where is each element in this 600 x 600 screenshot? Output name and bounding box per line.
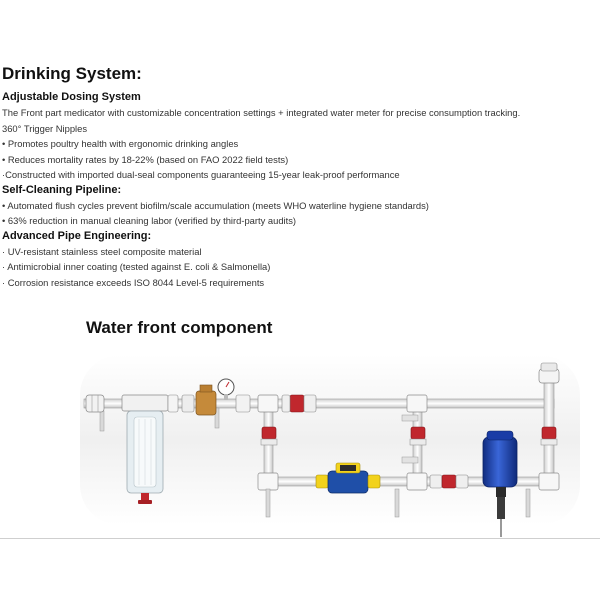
filter-side-fitting [167, 394, 179, 413]
support-leg [525, 488, 531, 518]
section-self-cleaning: Self-Cleaning Pipeline: • Automated flus… [2, 183, 592, 229]
support-leg [394, 488, 400, 518]
medicator-suction-tube [497, 497, 505, 519]
pipe-union [303, 394, 317, 413]
ball-valve-bottom [441, 474, 457, 489]
meter-connector [367, 474, 381, 489]
pipe-clamp [257, 472, 279, 491]
water-front-diagram [80, 355, 580, 537]
section-heading: Advanced Pipe Engineering: [2, 229, 152, 242]
text-line: 360° Trigger Nipples [2, 122, 88, 134]
medicator-body [482, 436, 518, 488]
section-pipe-engineering: Advanced Pipe Engineering: · UV-resistan… [2, 229, 592, 291]
bullet-item: ·Constructed with imported dual-seal com… [2, 169, 400, 180]
medicator-cap [486, 430, 514, 441]
pipe-union [455, 474, 469, 489]
filter-drain-valve [141, 493, 149, 501]
inlet-union [85, 394, 105, 413]
support-leg [214, 407, 220, 429]
figure-title: Water front component [86, 318, 273, 337]
pipe-union [235, 394, 251, 413]
ball-valve-vertical [261, 426, 277, 440]
section-adjustable-dosing: Adjustable Dosing System The Front part … [2, 90, 592, 183]
water-meter [327, 470, 369, 494]
bottom-divider [0, 538, 600, 539]
document-title: Drinking System: [2, 64, 142, 83]
pipe-clamp [406, 472, 428, 491]
support-bracket [401, 456, 419, 464]
bullet-item: • Automated flush cycles prevent biofilm… [2, 199, 429, 211]
bullet-item: • Reduces mortality rates by 18-22% (bas… [2, 153, 289, 165]
bullet-item: · Corrosion resistance exceeds ISO 8044 … [2, 276, 265, 288]
support-leg [99, 410, 105, 432]
bullet-item: • Promotes poultry health with ergonomic… [2, 138, 239, 149]
ball-valve-vertical [541, 426, 557, 440]
filter-head [121, 394, 169, 412]
meter-connector [315, 474, 329, 489]
support-leg [265, 488, 271, 518]
pipe-union [429, 474, 443, 489]
pipe-clamp [538, 472, 560, 491]
pipe-clamp [406, 394, 428, 413]
elbow-cap [540, 362, 558, 372]
ball-valve-top [289, 394, 305, 413]
document-body: Drinking System: Adjustable Dosing Syste… [2, 64, 592, 290]
pipe-clamp [257, 394, 279, 413]
support-bracket [401, 414, 419, 422]
bullet-item: · Antimicrobial inner coating (tested ag… [2, 261, 271, 272]
ball-valve-vertical [410, 426, 426, 440]
section-heading: Self-Cleaning Pipeline: [2, 183, 122, 196]
pressure-regulator [195, 390, 217, 416]
bullet-item: • 63% reduction in manual cleaning labor… [2, 215, 297, 226]
bullet-item: · UV-resistant stainless steel composite… [2, 245, 202, 257]
filter-side-fitting [181, 394, 195, 413]
section-heading: Adjustable Dosing System [2, 91, 141, 103]
text-line: The Front part medicator with customizab… [2, 107, 521, 118]
